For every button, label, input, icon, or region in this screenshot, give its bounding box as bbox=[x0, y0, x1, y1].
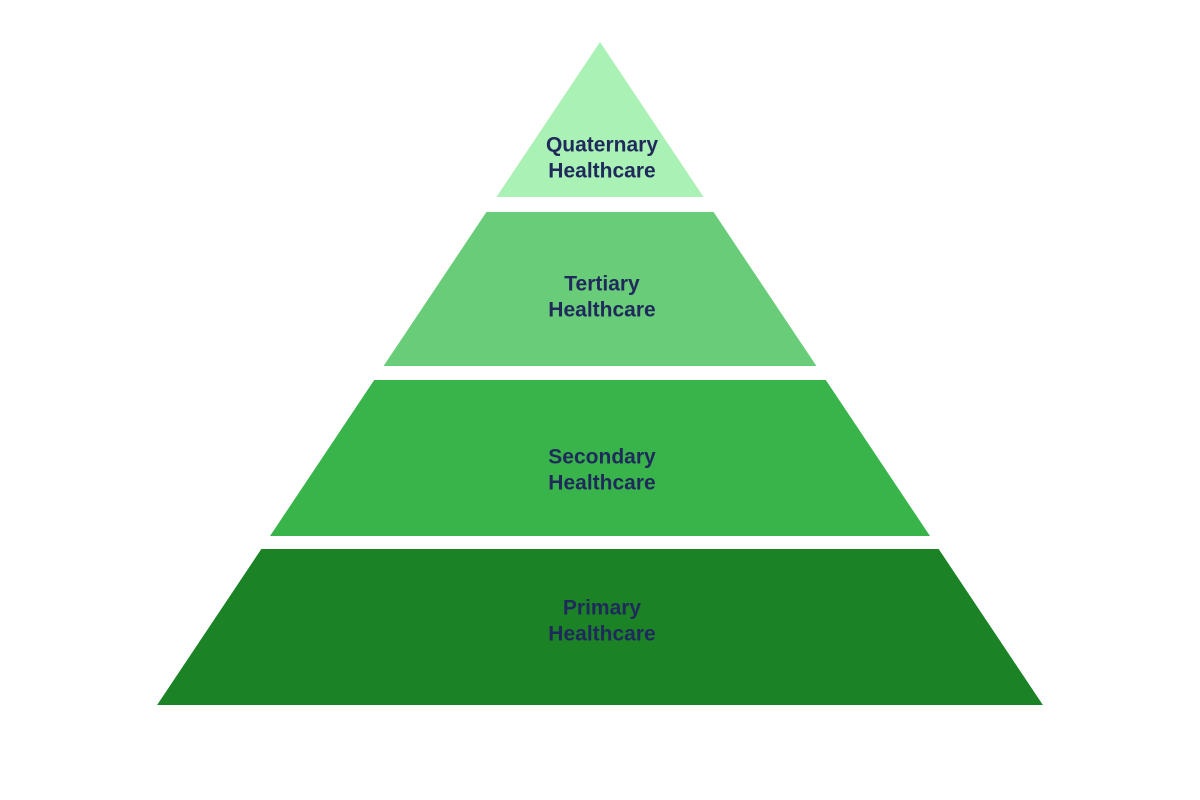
pyramid-level-label-secondary-line2: Healthcare bbox=[548, 472, 655, 495]
pyramid-level-shape-secondary bbox=[270, 380, 930, 536]
pyramid-level-label-tertiary-line2: Healthcare bbox=[548, 299, 655, 322]
pyramid-level-shape-primary bbox=[157, 549, 1043, 705]
pyramid-level-shape-quaternary bbox=[496, 42, 704, 197]
pyramid-level-label-tertiary-line1: Tertiary bbox=[564, 273, 640, 296]
pyramid-level-shape-tertiary bbox=[383, 212, 817, 366]
pyramid-level-label-secondary-line1: Secondary bbox=[548, 446, 656, 469]
pyramid-level-label-primary-line2: Healthcare bbox=[548, 623, 655, 646]
pyramid-level-label-quaternary-line2: Healthcare bbox=[548, 160, 655, 183]
pyramid-level-label-primary-line1: Primary bbox=[563, 597, 642, 620]
pyramid-level-label-quaternary-line1: Quaternary bbox=[546, 134, 658, 157]
